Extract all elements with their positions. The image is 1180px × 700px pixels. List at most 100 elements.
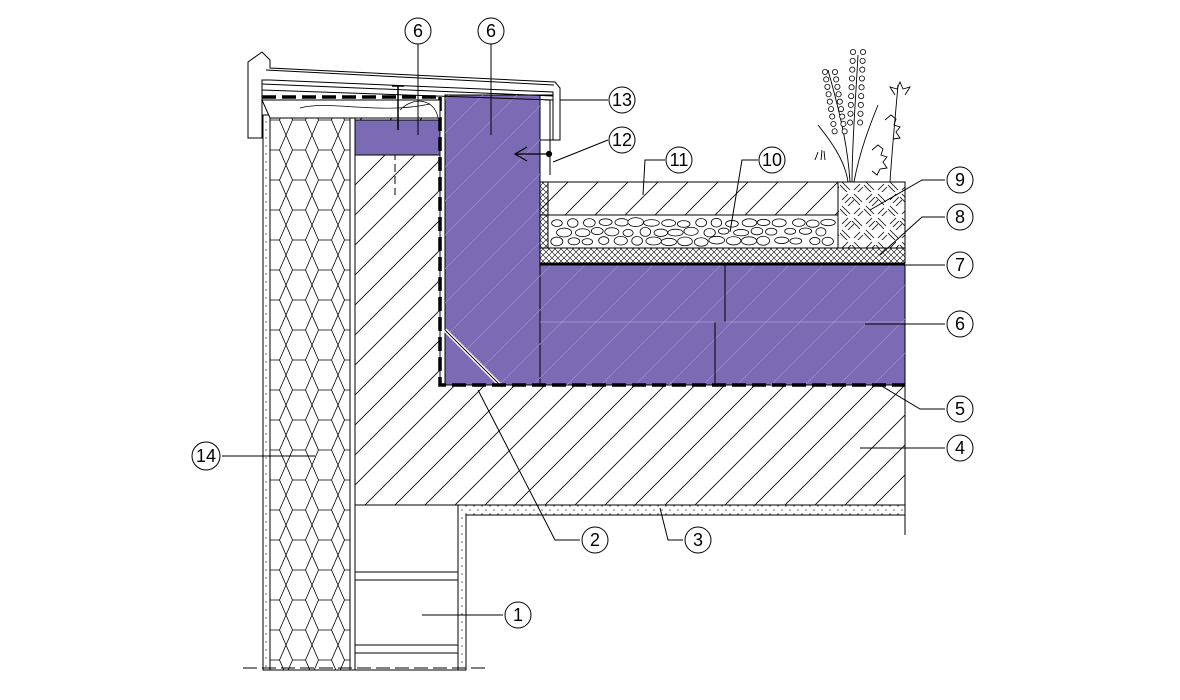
- flower-bud: [823, 76, 830, 83]
- flower-bud: [847, 119, 854, 126]
- flower-bud: [858, 75, 865, 82]
- pebble: [567, 218, 579, 228]
- pebble: [653, 228, 668, 237]
- flower-bud: [822, 69, 829, 76]
- callout-12: 12: [608, 126, 636, 154]
- flower-bud: [828, 106, 835, 113]
- flower-bud: [859, 57, 866, 64]
- pebble: [774, 236, 790, 244]
- flower-bud: [849, 57, 856, 64]
- pebble: [667, 228, 684, 237]
- flower-bud: [840, 120, 847, 127]
- flower-bud: [831, 128, 838, 135]
- flower-bud: [860, 49, 867, 56]
- flower-bud: [841, 128, 848, 135]
- callout-10: 10: [758, 146, 786, 174]
- svg-text:14: 14: [196, 446, 216, 466]
- pebble: [550, 236, 564, 247]
- flower-bud: [833, 76, 840, 83]
- callout-4: 4: [946, 434, 974, 462]
- pebble: [567, 237, 581, 246]
- parapet-coping: [247, 51, 561, 175]
- pebble: [693, 237, 709, 247]
- pebble: [784, 227, 797, 235]
- pebble: [598, 236, 610, 245]
- svg-text:6: 6: [955, 314, 965, 334]
- pebble: [581, 238, 593, 246]
- flower-bud: [832, 69, 839, 76]
- timber-batten: [261, 85, 441, 130]
- flower-buds: [822, 49, 867, 135]
- pebble: [710, 217, 723, 228]
- pebble: [676, 220, 691, 228]
- svg-text:7: 7: [955, 255, 965, 275]
- svg-text:3: 3: [693, 530, 703, 550]
- flower-bud: [848, 75, 855, 82]
- pebble: [622, 228, 634, 237]
- flower-bud: [850, 49, 857, 56]
- pebble: [765, 227, 778, 236]
- pebble: [614, 218, 629, 227]
- pebble: [551, 219, 563, 227]
- pebble: [815, 227, 827, 237]
- pebble: [677, 236, 693, 247]
- pebble: [806, 219, 820, 228]
- callout-13: 13: [608, 86, 636, 114]
- pebble: [771, 218, 787, 228]
- flower-bud: [857, 110, 864, 117]
- flower-bud: [857, 101, 864, 108]
- pebble: [604, 227, 620, 237]
- flower-bud: [858, 84, 865, 91]
- pebble: [703, 228, 716, 238]
- callout-7: 7: [946, 251, 974, 279]
- svg-text:4: 4: [955, 438, 965, 458]
- pebble: [631, 236, 643, 246]
- pebble: [660, 237, 677, 246]
- flower-bud: [847, 101, 854, 108]
- callout-11: 11: [665, 146, 693, 174]
- pebble: [661, 219, 677, 227]
- gravel-layer: [550, 217, 836, 247]
- callout-6-main: 6: [946, 310, 974, 338]
- pebble: [575, 228, 591, 238]
- flower-bud: [826, 98, 833, 105]
- svg-text:11: 11: [670, 150, 689, 170]
- pebble: [598, 218, 613, 226]
- flower-bud: [839, 113, 846, 120]
- svg-text:5: 5: [955, 399, 965, 419]
- pebble: [809, 237, 821, 246]
- pebble: [613, 235, 628, 246]
- pebble: [708, 235, 726, 245]
- svg-text:6: 6: [413, 21, 423, 41]
- flower-bud: [848, 93, 855, 100]
- pebble: [740, 236, 758, 246]
- flower-bud: [847, 110, 854, 117]
- pebble: [789, 237, 803, 245]
- pebble: [756, 235, 771, 246]
- pebble: [556, 227, 573, 238]
- svg-text:1: 1: [513, 605, 523, 625]
- callout-9: 9: [946, 166, 974, 194]
- parapet-insulation: [354, 94, 906, 389]
- flower-bud: [858, 93, 865, 100]
- callout-2: 2: [581, 526, 609, 554]
- svg-text:10: 10: [762, 150, 782, 170]
- pebble: [590, 227, 604, 235]
- flower-bud: [825, 91, 832, 98]
- svg-text:8: 8: [955, 207, 965, 227]
- svg-text:12: 12: [612, 130, 632, 150]
- facade-insulation: [262, 114, 356, 671]
- flower-bud: [835, 91, 842, 98]
- pebble: [645, 236, 662, 246]
- pebble: [643, 219, 660, 227]
- pebble: [821, 236, 834, 246]
- callout-5: 5: [946, 395, 974, 423]
- pebble: [798, 227, 813, 235]
- pebble: [792, 218, 806, 227]
- substrate-soil: [837, 181, 906, 249]
- flower-bud: [824, 83, 831, 90]
- callout-8: 8: [946, 203, 974, 231]
- plant-icon: [814, 54, 912, 183]
- flower-bud: [834, 83, 841, 90]
